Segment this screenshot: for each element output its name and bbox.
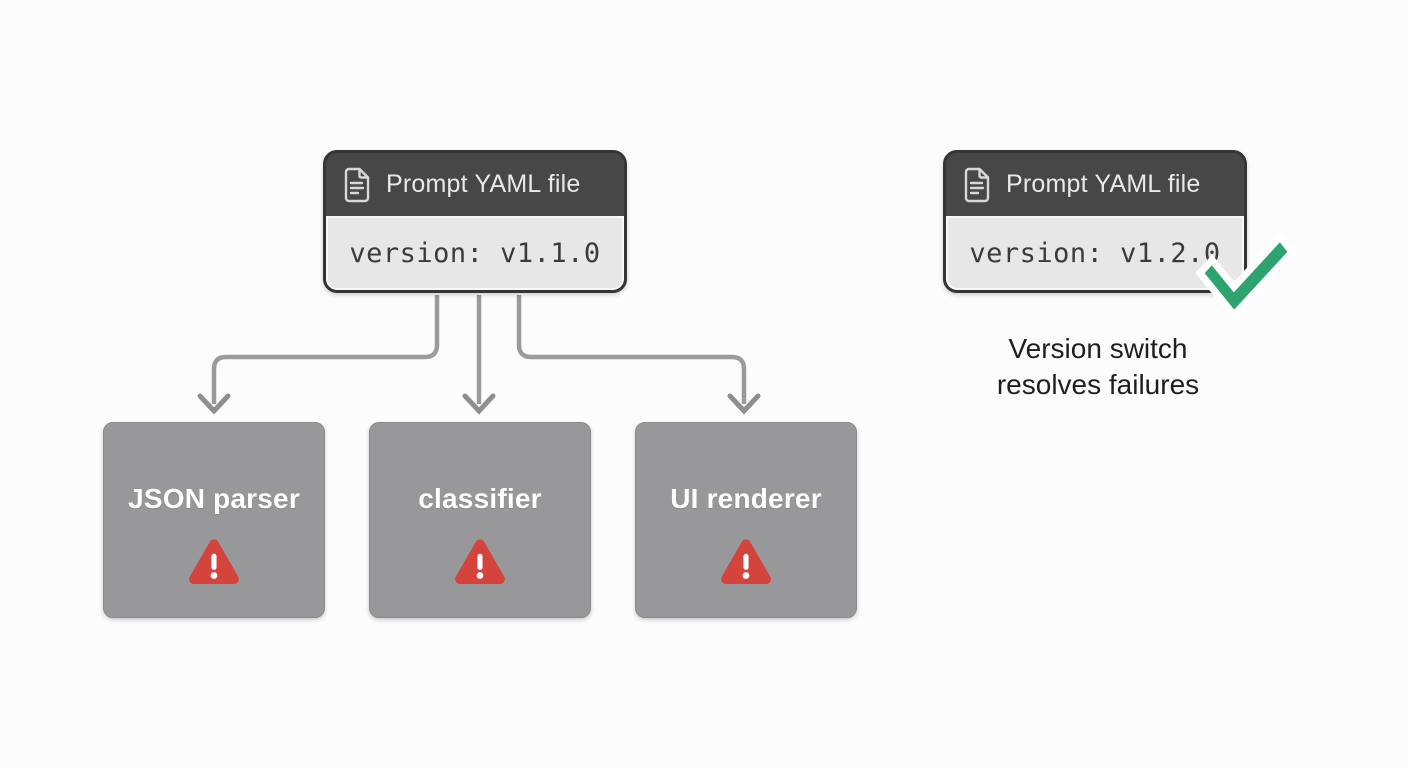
- yaml-file-card-body: version: v1.2.0: [946, 216, 1244, 290]
- check-mark-icon: [1195, 231, 1297, 321]
- caption: Version switch resolves failures: [943, 331, 1253, 403]
- component-box-classifier: classifier: [369, 422, 591, 618]
- arrow-down-icon: [462, 393, 496, 415]
- component-box-ui-renderer: UI renderer: [635, 422, 857, 618]
- yaml-file-card-header: Prompt YAML file: [946, 153, 1244, 216]
- component-label: classifier: [418, 483, 542, 514]
- version-value: version: v1.1.0: [349, 237, 601, 269]
- caption-line-2: resolves failures: [996, 369, 1200, 400]
- arrow-down-icon: [197, 393, 231, 415]
- component-label: UI renderer: [670, 483, 822, 514]
- component-box-json-parser: JSON parser: [103, 422, 325, 618]
- document-icon: [964, 167, 990, 202]
- warning-triangle-icon: [455, 539, 505, 585]
- caption-line-1: Version switch: [1008, 333, 1188, 364]
- document-icon: [344, 167, 370, 202]
- yaml-file-card-new: Prompt YAML file version: v1.2.0: [943, 150, 1247, 293]
- connector-left: [211, 295, 440, 404]
- yaml-file-title: Prompt YAML file: [1006, 170, 1201, 198]
- yaml-file-card-body: version: v1.1.0: [326, 216, 624, 290]
- version-value: version: v1.2.0: [969, 237, 1221, 269]
- yaml-file-card-old: Prompt YAML file version: v1.1.0: [323, 150, 627, 293]
- connector-right: [516, 295, 747, 404]
- warning-triangle-icon: [189, 539, 239, 585]
- yaml-file-title: Prompt YAML file: [386, 170, 581, 198]
- yaml-file-card-header: Prompt YAML file: [326, 153, 624, 216]
- arrow-down-icon: [727, 393, 761, 415]
- component-label: JSON parser: [128, 483, 300, 514]
- warning-triangle-icon: [721, 539, 771, 585]
